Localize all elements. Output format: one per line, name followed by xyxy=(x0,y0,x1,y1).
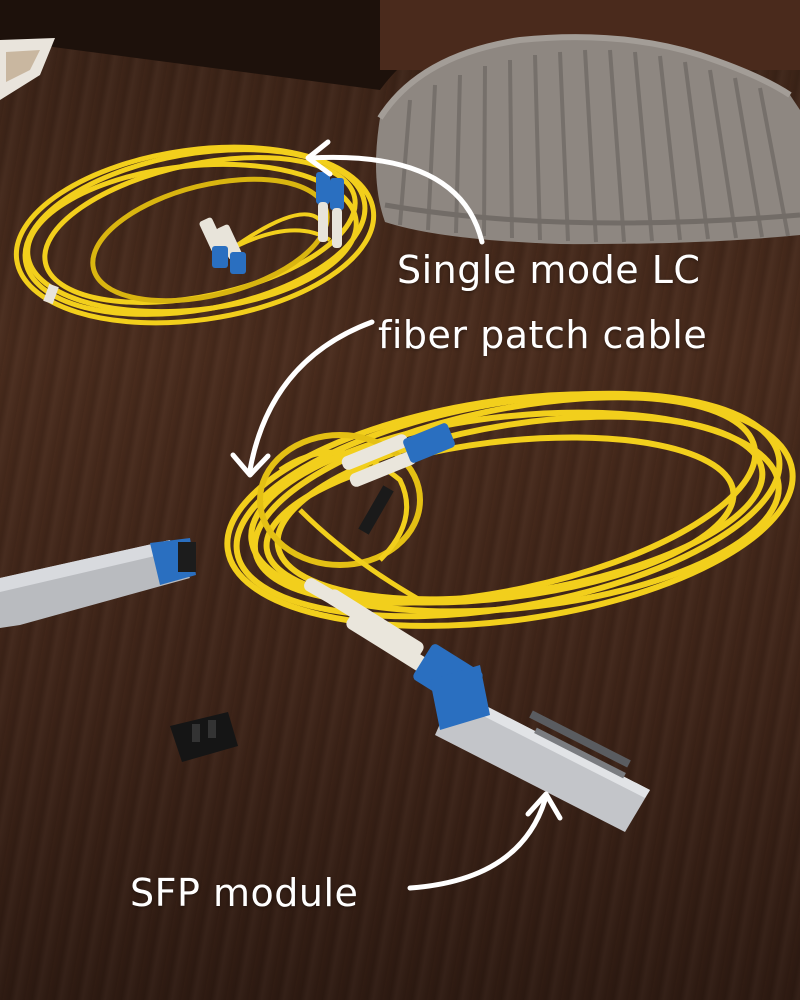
cable-label-line-2: fiber patch cable xyxy=(378,313,708,357)
arrow-to-coil-2-icon xyxy=(247,319,375,473)
arrow-to-sfp-module-head-icon xyxy=(525,791,563,821)
lc-connectors-upper xyxy=(43,172,344,305)
sfp-module-left xyxy=(0,538,196,628)
dust-plug xyxy=(170,712,238,762)
sfp-module-right xyxy=(430,665,650,832)
arrow-to-coil-2-head-icon xyxy=(230,452,271,478)
paper-corner xyxy=(0,38,55,100)
beanie xyxy=(376,34,800,245)
arrow-to-sfp-module-icon xyxy=(407,797,548,891)
cable-label-line-1: Single mode LC xyxy=(397,248,701,292)
fiber-coil-lower xyxy=(224,390,796,629)
arrow-to-coil-1-head-icon xyxy=(305,139,333,177)
sfp-label: SFP module xyxy=(130,871,359,915)
arrow-to-coil-1-icon xyxy=(307,154,485,245)
